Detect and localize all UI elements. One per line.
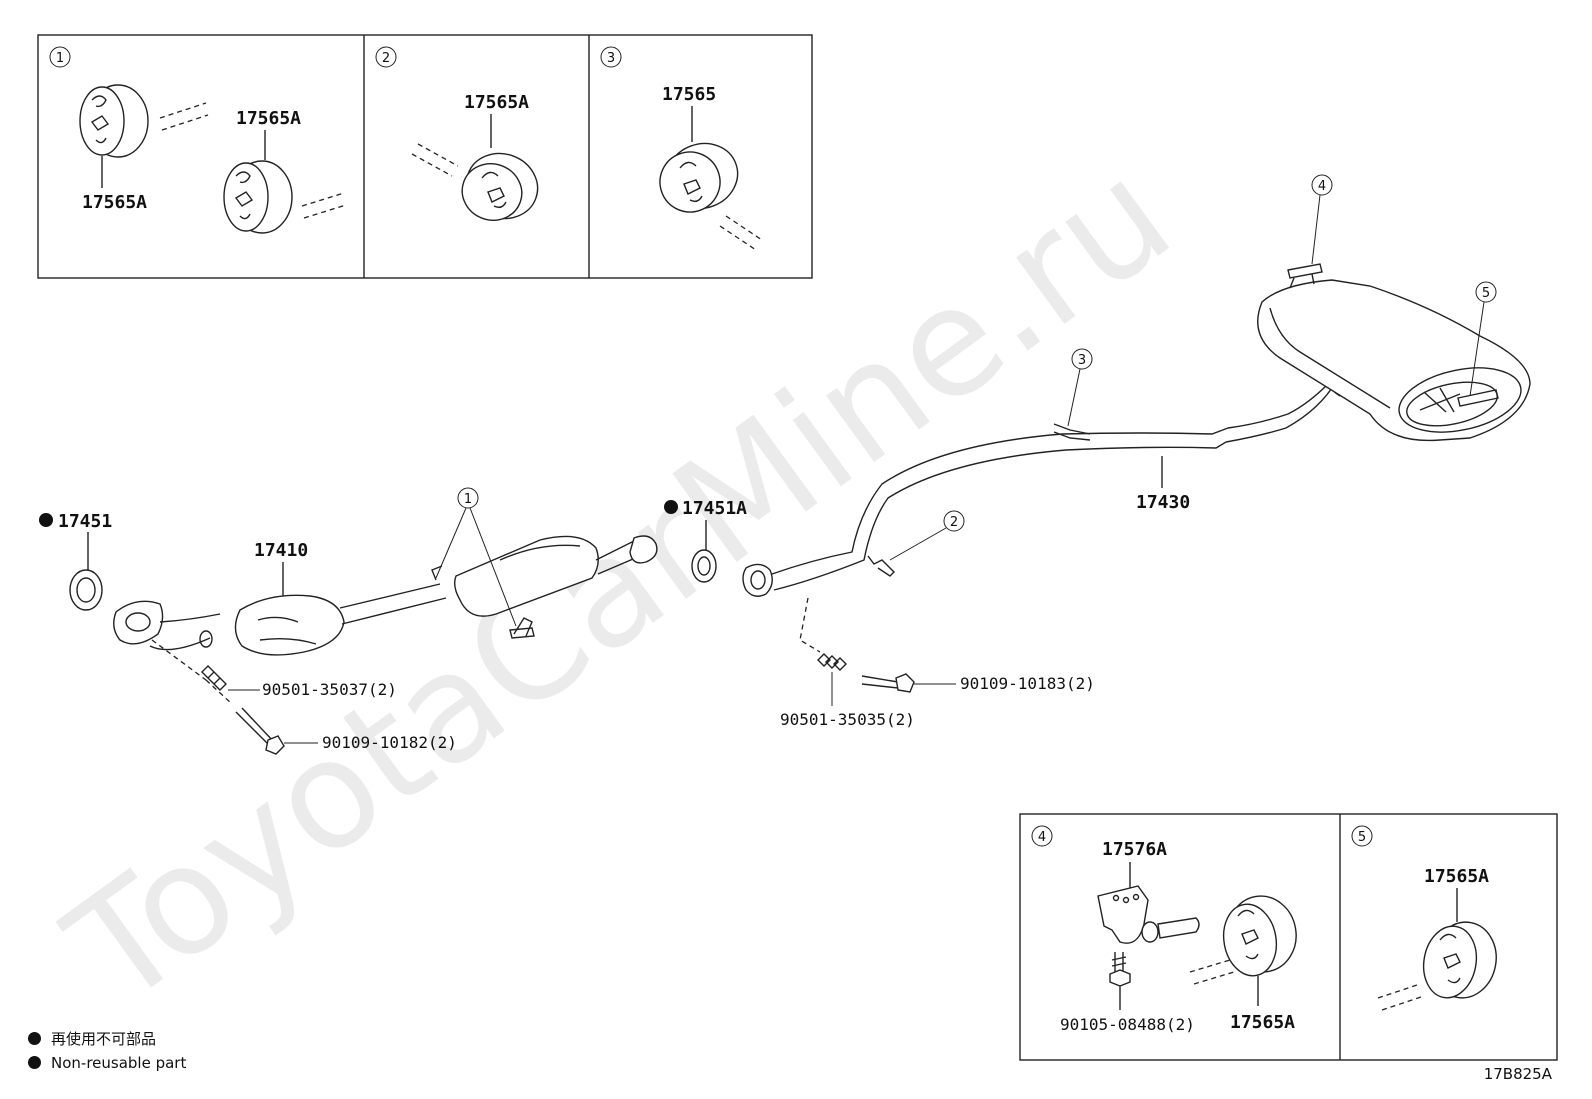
non-reusable-marker — [664, 500, 678, 514]
gasket-front: 17451 — [39, 511, 112, 611]
part-number-17430: 17430 — [1136, 492, 1190, 513]
inset-3: 3 17565 — [600, 46, 763, 251]
inset-4-number: 4 — [1038, 830, 1046, 845]
part-number-17451A: 17451A — [682, 498, 747, 519]
inset-2: 2 17565A — [375, 46, 539, 221]
figure-code: 17B825A — [1483, 1065, 1552, 1083]
rubber-hanger-icon — [1222, 895, 1297, 977]
legend-text-jp: 再使用不可部品 — [51, 1030, 157, 1048]
legend-non-reusable-jp: 再使用不可部品 — [28, 1028, 156, 1049]
callout-4: 4 — [1311, 174, 1333, 265]
inset-3-number: 3 — [607, 51, 615, 66]
callout-1: 1 — [435, 487, 517, 627]
inset-panel-bottom — [1019, 813, 1558, 1061]
inset-1-marker — [49, 46, 71, 68]
rubber-hanger-icon — [79, 84, 149, 158]
part-number-17451: 17451 — [58, 511, 112, 532]
inset-4: 4 17576A 90105-08488(2) 17565A — [1031, 825, 1297, 1034]
part-number-90501-35035: 90501-35035(2) — [780, 710, 915, 729]
rubber-hanger-icon — [1422, 921, 1497, 999]
part-label: 90105-08488(2) — [1060, 1015, 1195, 1034]
part-number-17410: 17410 — [254, 540, 308, 561]
rubber-hanger-icon — [659, 142, 739, 213]
front-exhaust-pipe: 17410 — [113, 535, 658, 656]
non-reusable-marker — [39, 513, 53, 527]
part-label: 17565 — [662, 84, 716, 105]
rubber-hanger-icon — [461, 152, 539, 221]
callout-2-number: 2 — [950, 515, 958, 530]
callout-5-number: 5 — [1482, 286, 1490, 301]
part-label: 17576A — [1102, 839, 1167, 860]
inset-2-marker — [375, 46, 397, 68]
center-joint-hardware: 90501-35035(2) 90109-10183(2) — [780, 597, 1095, 729]
inset-panel-top — [37, 34, 813, 279]
legend-non-reusable-en: Non-reusable part — [28, 1054, 186, 1072]
callout-5: 5 — [1469, 281, 1497, 397]
inset-5: 5 17565A — [1351, 825, 1497, 1011]
inset-3-marker — [600, 46, 622, 68]
legend-text-en: Non-reusable part — [51, 1054, 187, 1072]
part-label: 17565A — [464, 92, 529, 113]
callout-3: 3 — [1067, 348, 1093, 427]
callout-1-number: 1 — [464, 492, 472, 507]
inset-5-number: 5 — [1358, 830, 1366, 845]
part-number-90109-10182: 90109-10182(2) — [322, 733, 457, 752]
part-label: 17565A — [82, 192, 147, 213]
part-number-90109-10183: 90109-10183(2) — [960, 674, 1095, 693]
rubber-hanger-icon — [223, 160, 293, 234]
tail-exhaust-pipe: 17430 — [742, 371, 1349, 597]
part-label: 17565A — [1230, 1012, 1295, 1033]
non-reusable-marker-icon — [28, 1056, 41, 1069]
callout-2: 2 — [889, 510, 965, 561]
callout-4-number: 4 — [1318, 179, 1326, 194]
gasket-center: 17451A — [664, 498, 747, 583]
non-reusable-marker-icon — [28, 1032, 41, 1045]
muffler — [1257, 263, 1531, 442]
part-label: 17565A — [236, 108, 301, 129]
part-number-90501-35037: 90501-35037(2) — [262, 680, 397, 699]
inset-1: 1 17565A 17565A — [49, 46, 347, 234]
callout-3-number: 3 — [1078, 353, 1086, 368]
part-label: 17565A — [1424, 866, 1489, 887]
inset-1-number: 1 — [56, 51, 64, 66]
watermark: ToyotaCarMine.ru — [38, 128, 1201, 1040]
front-joint-hardware: 90501-35037(2) 90109-10182(2) — [151, 639, 457, 755]
inset-2-number: 2 — [382, 51, 390, 66]
